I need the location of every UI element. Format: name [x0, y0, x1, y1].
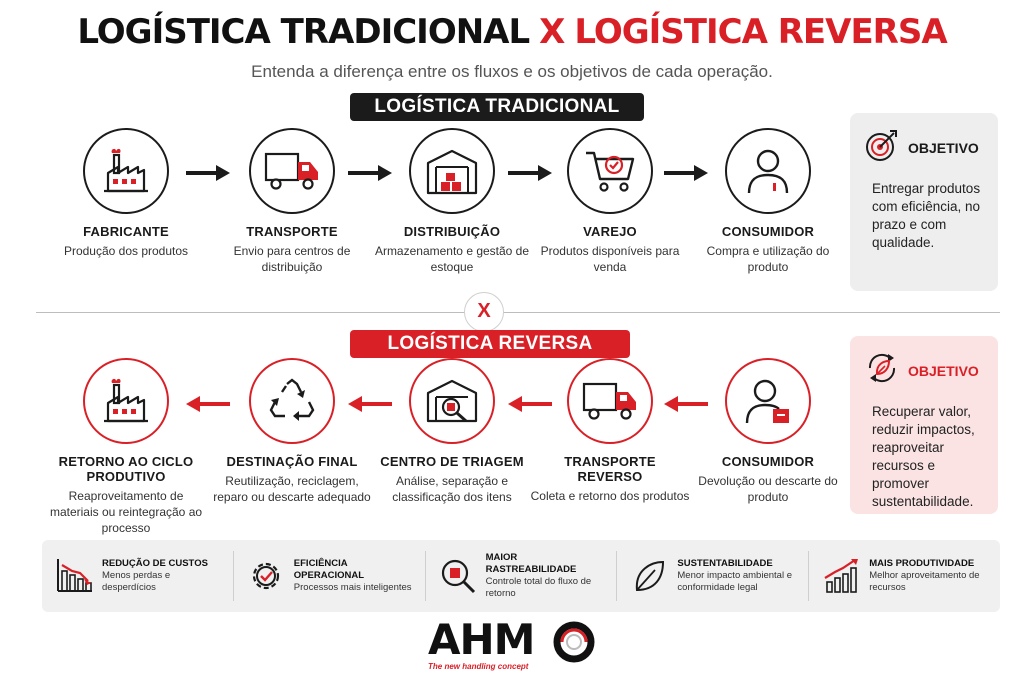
- leaf-icon: [629, 556, 669, 596]
- consumer-return-icon: [725, 358, 811, 444]
- growth-chart-icon: [821, 556, 861, 596]
- cost-chart-icon: [54, 556, 94, 596]
- reverse-section-label: LOGÍSTICA REVERSA: [350, 330, 630, 358]
- step-description: Armazenamento e gestão de estoque: [374, 244, 530, 274]
- benefit-description: Menor impacto ambiental e conformidade l…: [677, 570, 792, 593]
- step-name: DISTRIBUIÇÃO: [403, 224, 501, 239]
- traditional-section-label: LOGÍSTICA TRADICIONAL: [350, 93, 644, 121]
- consumer-icon: [725, 128, 811, 214]
- gear-check-icon: [246, 556, 286, 596]
- section-divider: [36, 312, 1000, 313]
- factory-icon: [83, 358, 169, 444]
- objective-text: Recuperar valor, reduzir impactos, reapr…: [872, 404, 975, 509]
- title-versus: X: [539, 12, 565, 52]
- step-name: CONSUMIDOR: [721, 224, 815, 239]
- step-description: Análise, separação e classificação dos i…: [392, 474, 512, 504]
- benefit-title: EFICIÊNCIA OPERACIONAL: [293, 558, 364, 581]
- warehouse-search-icon: [409, 358, 495, 444]
- objective-label: OBJETIVO: [908, 362, 979, 379]
- step-name: CENTRO DE TRIAGEM: [380, 454, 524, 469]
- flow-arrow-left: [348, 396, 392, 412]
- flow-arrow-left: [186, 396, 230, 412]
- truck-icon: [567, 358, 653, 444]
- cart-icon: [567, 128, 653, 214]
- traditional-step-transport: TRANSPORTE Envio para centros de distrib…: [212, 128, 372, 275]
- title-traditional: LOGÍSTICA TRADICIONAL: [77, 12, 530, 52]
- traditional-objective-panel: OBJETIVO Entregar produtos com eficiênci…: [850, 113, 998, 291]
- warehouse-icon: [409, 128, 495, 214]
- page-subtitle: Entenda a diferença entre os fluxos e os…: [251, 62, 773, 81]
- logo-wordmark: AHM: [428, 615, 535, 664]
- brand-logo: AHM The new handling concept: [428, 618, 598, 678]
- benefit-description: Menos perdas e desperdícios: [102, 570, 171, 593]
- benefit-description: Melhor aproveitamento de recursos: [869, 570, 980, 593]
- flow-arrow-right: [664, 165, 708, 181]
- recycle-icon: [249, 358, 335, 444]
- step-name: DESTINAÇÃO FINAL: [226, 454, 358, 469]
- step-description: Reaproveitamento de materiais ou reinteg…: [49, 489, 203, 535]
- benefit-title: MAIOR RASTREABILIDADE: [485, 552, 577, 575]
- benefit-description: Processos mais inteligentes: [293, 582, 412, 593]
- step-description: Produção dos produtos: [63, 244, 189, 258]
- step-name: RETORNO AO CICLO PRODUTIVO: [58, 454, 194, 484]
- flow-arrow-left: [664, 396, 708, 412]
- cycle-leaf-icon: [864, 350, 900, 391]
- step-name: VAREJO: [583, 224, 637, 239]
- flow-arrow-left: [508, 396, 552, 412]
- flow-arrow-right: [348, 165, 392, 181]
- versus-badge: X: [464, 292, 504, 332]
- step-description: Devolução ou descarte do produto: [698, 474, 838, 504]
- benefit-title: REDUÇÃO DE CUSTOS: [102, 558, 208, 569]
- truck-icon: [249, 128, 335, 214]
- reverse-step-return-cycle: RETORNO AO CICLO PRODUTIVO Reaproveitame…: [46, 358, 206, 536]
- traditional-step-consumer: CONSUMIDOR Compra e utilização do produt…: [688, 128, 848, 275]
- step-description: Envio para centros de distribuição: [233, 244, 351, 274]
- title-reverse: LOGÍSTICA REVERSA: [574, 12, 947, 52]
- step-description: Reutilização, reciclagem, reparo ou desc…: [213, 474, 371, 504]
- reverse-step-sorting-center: CENTRO DE TRIAGEM Análise, separação e c…: [372, 358, 532, 505]
- benefit-title: SUSTENTABILIDADE: [677, 558, 773, 569]
- reverse-step-reverse-transport: TRANSPORTE REVERSO Coleta e retorno dos …: [530, 358, 690, 504]
- benefit-title: MAIS PRODUTIVIDADE: [869, 558, 975, 569]
- step-description: Coleta e retorno dos produtos: [530, 489, 690, 503]
- objective-text: Entregar produtos com eficiência, no pra…: [872, 181, 981, 250]
- flow-arrow-right: [508, 165, 552, 181]
- traditional-step-manufacturer: FABRICANTE Produção dos produtos: [46, 128, 206, 259]
- reverse-objective-panel: OBJETIVO Recuperar valor, reduzir impact…: [850, 336, 998, 514]
- logo-ring-icon: [553, 621, 595, 663]
- magnifier-box-icon: [438, 556, 478, 596]
- step-name: CONSUMIDOR: [721, 454, 815, 469]
- step-name: TRANSPORTE REVERSO: [564, 454, 656, 484]
- reverse-step-final-destination: DESTINAÇÃO FINAL Reutilização, reciclage…: [212, 358, 372, 505]
- reverse-step-consumer: CONSUMIDOR Devolução ou descarte do prod…: [688, 358, 848, 505]
- target-icon: [864, 127, 900, 168]
- step-description: Produtos disponíveis para venda: [540, 244, 680, 274]
- step-name: FABRICANTE: [83, 224, 169, 239]
- benefit-description: Controle total do fluxo de retorno: [485, 576, 592, 599]
- step-name: TRANSPORTE: [246, 224, 338, 239]
- objective-label: OBJETIVO: [908, 139, 979, 156]
- flow-arrow-right: [186, 165, 230, 181]
- traditional-step-retail: VAREJO Produtos disponíveis para venda: [530, 128, 690, 275]
- traditional-step-distribution: DISTRIBUIÇÃO Armazenamento e gestão de e…: [372, 128, 532, 275]
- step-description: Compra e utilização do produto: [706, 244, 830, 274]
- factory-icon: [83, 128, 169, 214]
- logo-tagline: The new handling concept: [428, 662, 529, 671]
